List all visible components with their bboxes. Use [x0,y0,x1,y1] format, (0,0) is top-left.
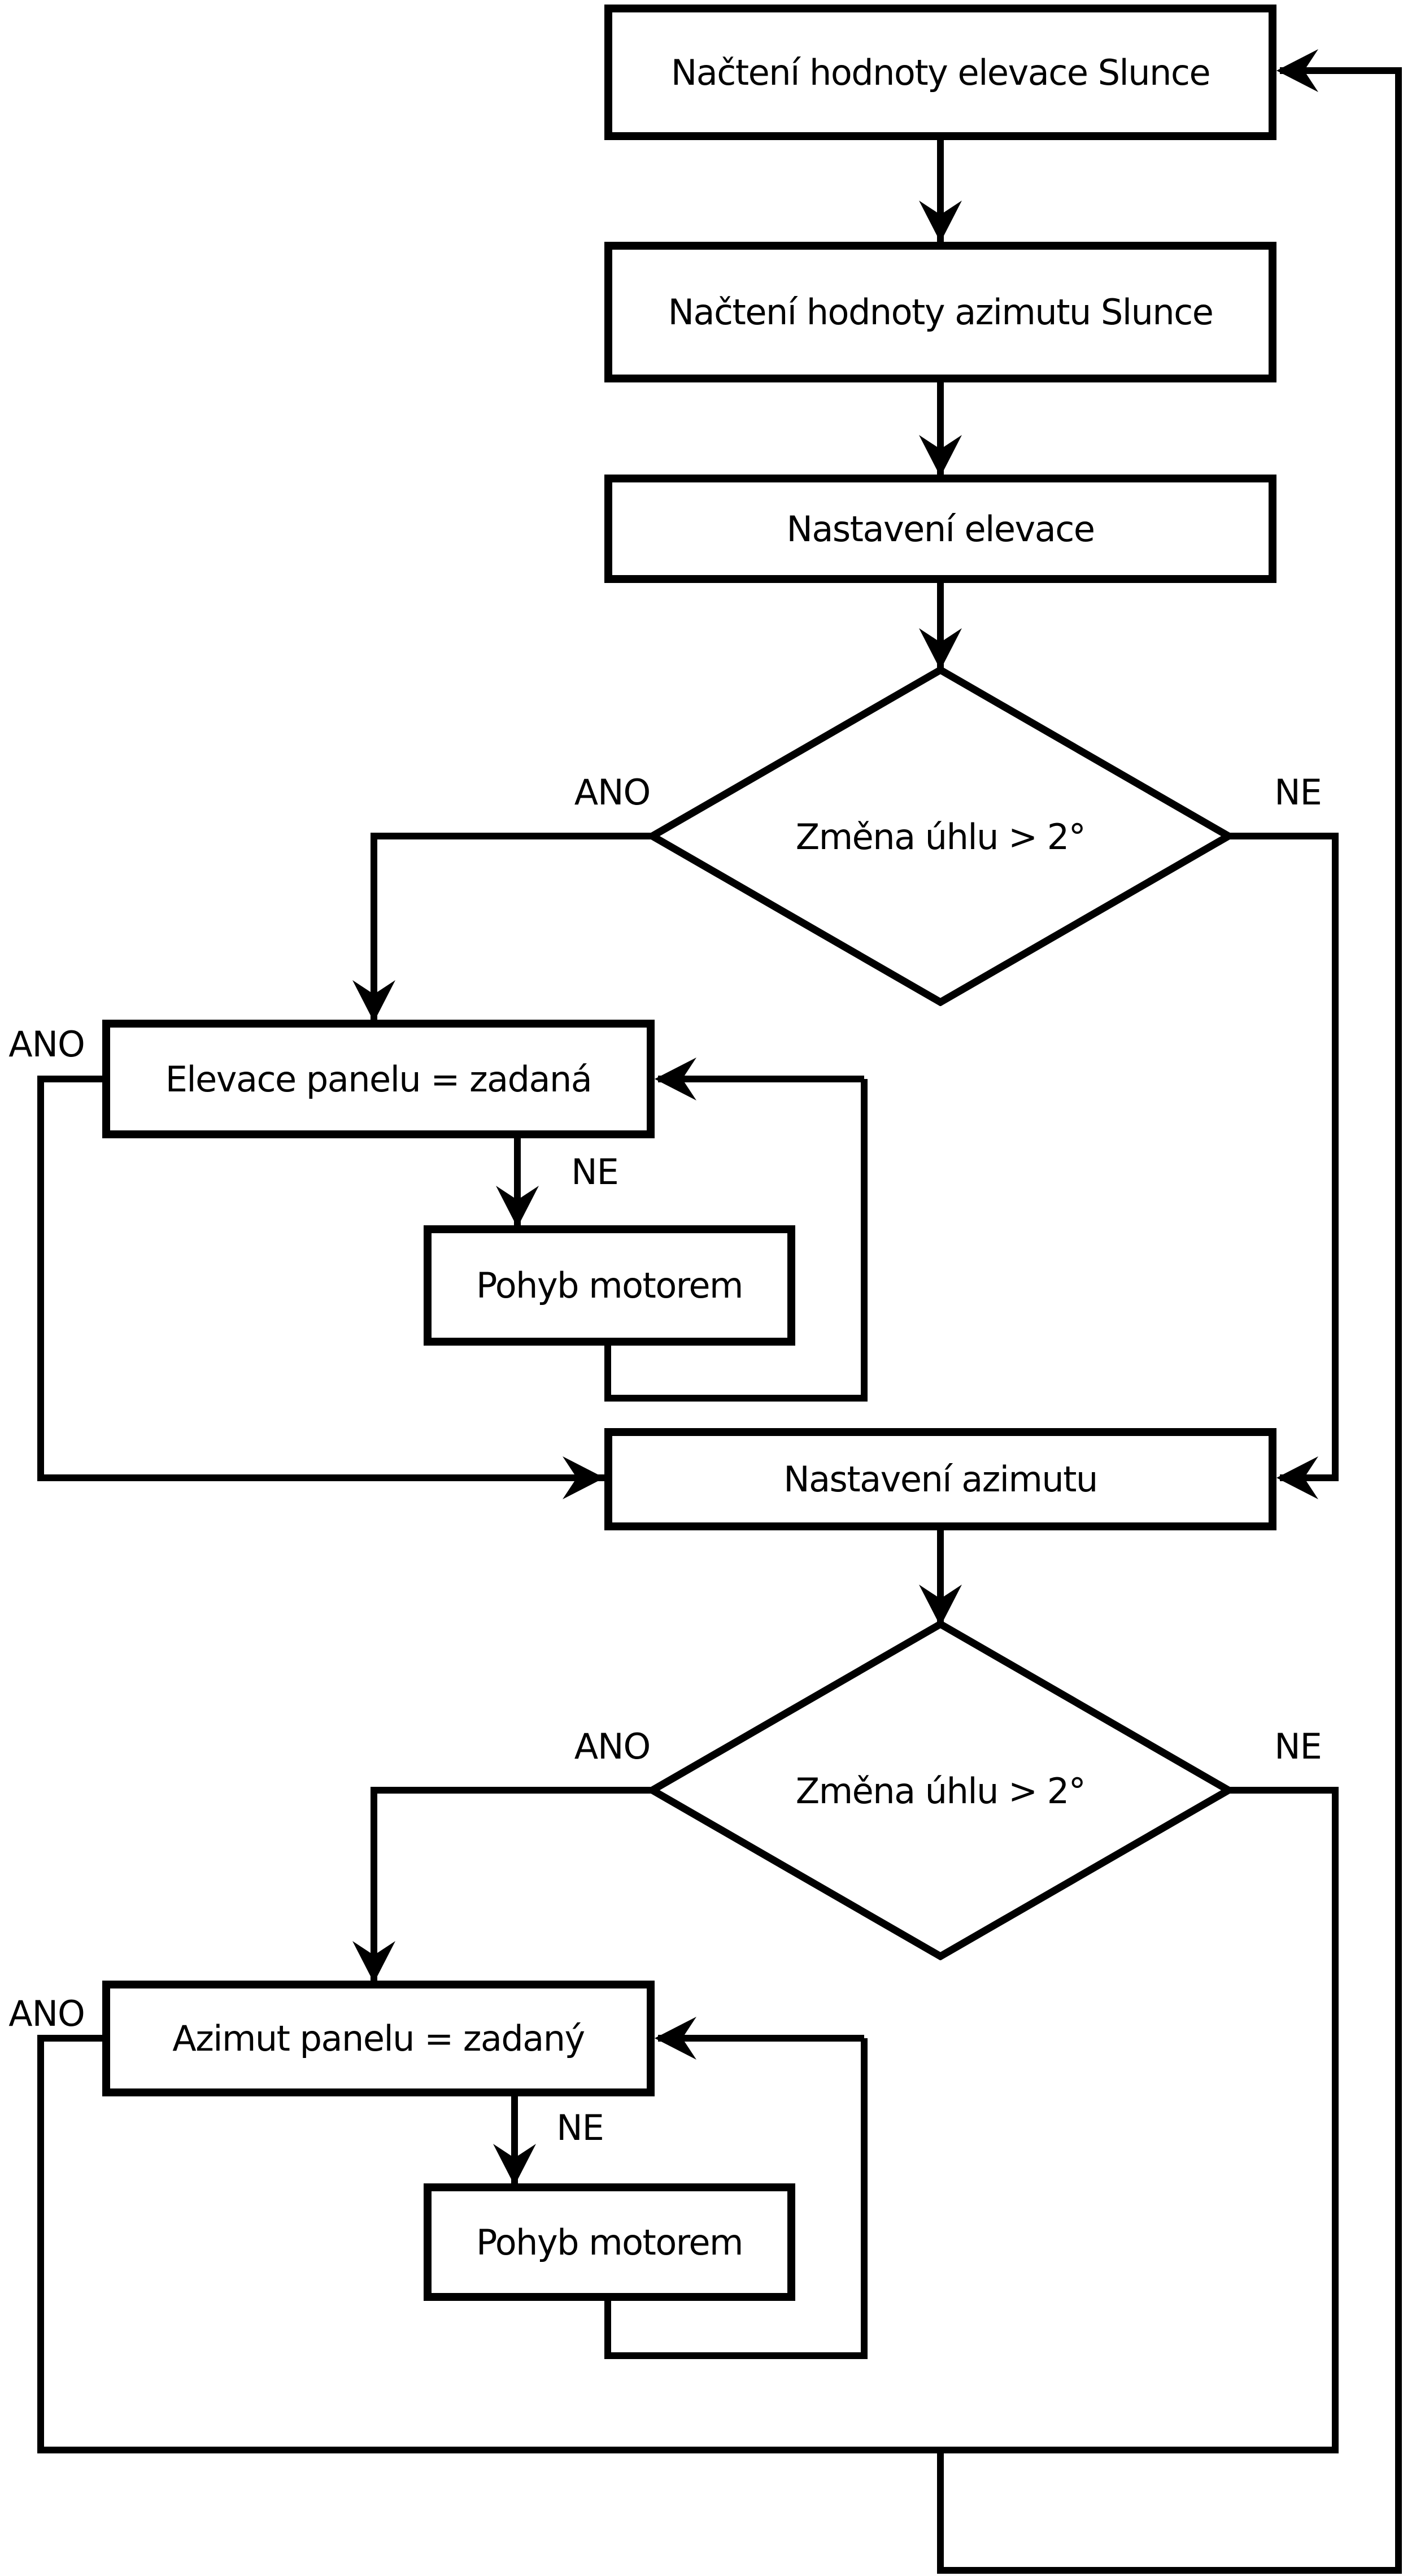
edge-label-elevation-angle-no: NE [1274,772,1322,813]
edge-outer-feedback-h [1280,67,1402,74]
process-node-elevation-equal-check: Elevace panelu = zadaná [102,1020,655,1138]
edge-elevation-angle-yes-h [371,833,659,839]
process-node-elevation-motor: Pohyb motorem [424,1225,795,1346]
edge-elevation-angle-no-v [1332,833,1339,1481]
edge-elevation-equal-yes-h2 [37,1474,607,1481]
arrowhead-down-icon [919,201,962,242]
arrowhead-right-icon [563,1456,604,1499]
edge-label-elevation-equal-yes: ANO [8,1024,85,1065]
arrowhead-left-icon [1276,49,1318,92]
arrowhead-down-icon [919,1585,962,1626]
process-node-azimuth-equal-check: Azimut panelu = zadaný [102,1981,655,2096]
node-label-elevation-equal-check: Elevace panelu = zadaná [165,1058,592,1100]
arrowhead-down-icon [493,2144,536,2186]
edge-elevation-motor-loop-bottom [604,1395,868,1402]
edge-azimuth-equal-yes-v [37,2035,44,2453]
edge-azimuth-angle-yes-v [371,1787,377,1984]
node-label-azimuth-angle-check: Změna úhlu > 2° [795,1770,1086,1812]
edge-outer-feedback-v [1395,67,1402,2574]
decision-node-azimuth-angle-check [648,1620,1232,1960]
process-node-set-azimuth: Nastavení azimutu [604,1428,1276,1530]
arrowhead-down-icon [496,1186,539,1228]
edge-label-azimuth-equal-no: NE [556,2107,604,2148]
node-label-elevation-motor: Pohyb motorem [476,1265,743,1306]
node-label-azimuth-motor: Pohyb motorem [476,2221,743,2263]
edge-elevation-angle-no-h1 [1225,833,1339,839]
process-node-load-elevation: Načtení hodnoty elevace Slunce [604,5,1276,140]
edge-azimuth-equal-yes-h1 [37,2035,106,2042]
arrowhead-left-icon [1276,1456,1318,1499]
process-node-load-azimuth: Načtení hodnoty azimutu Slunce [604,242,1276,382]
edge-elevation-equal-yes-v [37,1076,44,1481]
edge-azimuth-motor-loop-bottom [604,2352,868,2359]
edge-azimuth-angle-yes-h [371,1787,659,1794]
node-label-set-elevation: Nastavení elevace [786,508,1095,550]
edge-bottom-line [937,2567,1402,2574]
edge-azimuth-angle-no-h1 [1225,1787,1339,1794]
node-label-azimuth-equal-check: Azimut panelu = zadaný [172,2018,585,2059]
edge-label-azimuth-equal-yes: ANO [8,1993,85,2034]
node-label-elevation-angle-check: Změna úhlu > 2° [795,816,1086,858]
edge-label-azimuth-angle-yes: ANO [574,1726,651,1767]
arrowhead-down-icon [352,1941,395,1983]
edge-label-elevation-angle-yes: ANO [574,772,651,813]
arrowhead-left-icon [655,1058,696,1100]
edge-azimuth-motor-loop-return [658,2035,864,2042]
node-label-load-elevation: Načtení hodnoty elevace Slunce [670,51,1211,93]
edge-label-elevation-equal-no: NE [571,1151,619,1193]
edge-bottom-merge-line [37,2447,1339,2453]
node-label-load-azimuth: Načtení hodnoty azimutu Slunce [668,291,1214,333]
edge-elevation-motor-loop-down [604,1345,611,1402]
edge-elevation-motor-loop-up [861,1079,868,1402]
edge-elevation-motor-loop-return [658,1076,864,1082]
edge-azimuth-angle-no-v [1332,1787,1339,2453]
process-node-set-elevation: Nastavení elevace [604,475,1276,583]
arrowhead-down-icon [919,435,962,477]
arrowhead-down-icon [919,628,962,670]
edge-azimuth-motor-loop-up [861,2038,868,2359]
arrowhead-down-icon [352,980,395,1022]
edge-bottom-center-drop [937,2447,944,2574]
edge-azimuth-motor-loop-down [604,2300,611,2359]
edge-elevation-equal-yes-h1 [37,1076,106,1082]
process-node-azimuth-motor: Pohyb motorem [424,2183,795,2301]
edge-label-azimuth-angle-no: NE [1274,1726,1322,1767]
node-label-set-azimuth: Nastavení azimutu [783,1459,1098,1500]
arrowhead-left-icon [655,2017,696,2060]
edge-elevation-angle-yes-v [371,833,377,1023]
decision-node-elevation-angle-check [648,666,1232,1006]
